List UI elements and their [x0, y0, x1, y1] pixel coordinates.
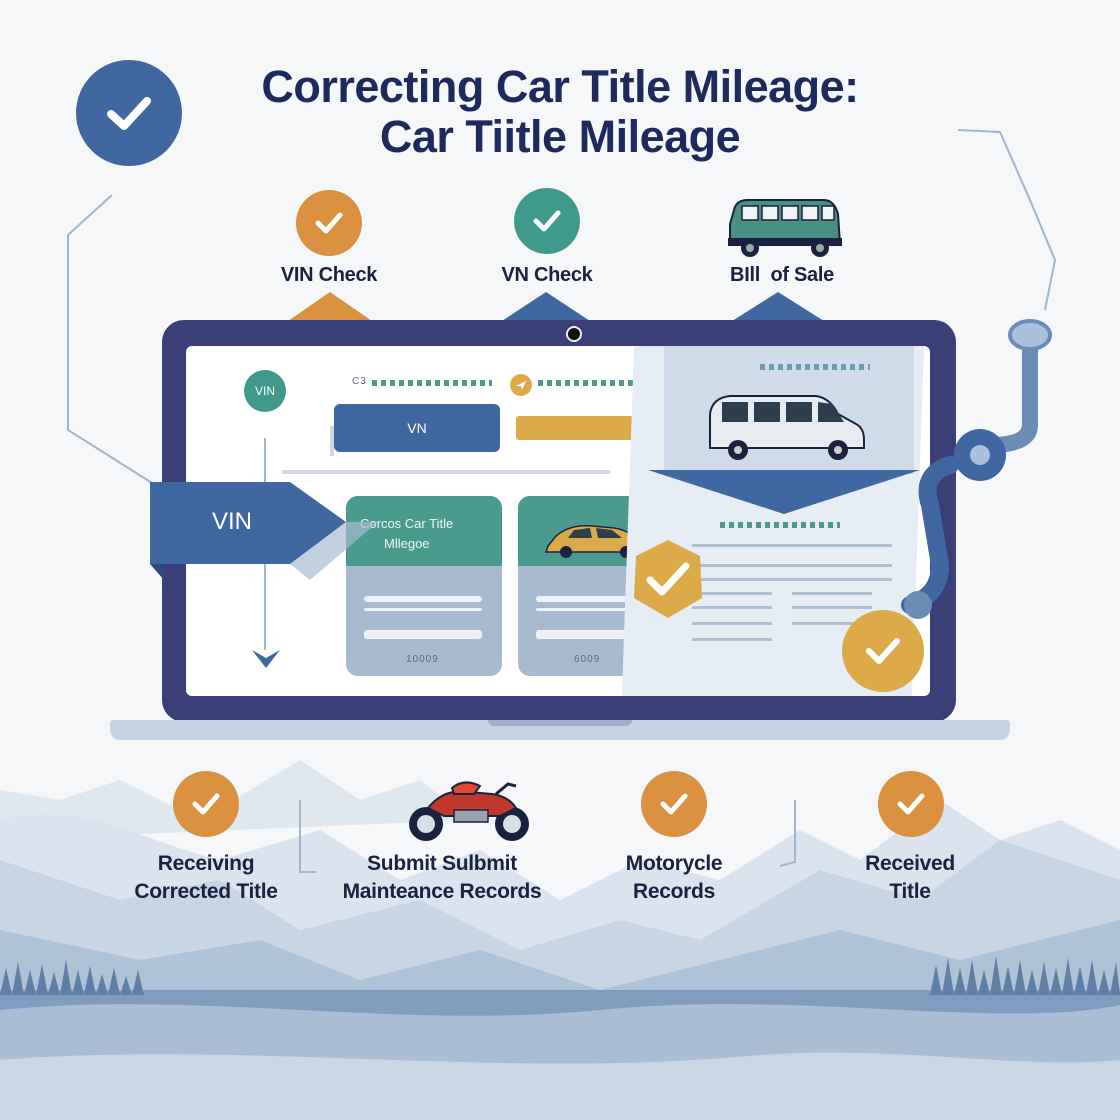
van-icon: [709, 395, 865, 460]
label-line-1: Submit Sulbmit: [367, 852, 517, 875]
card-1-number: 10009: [406, 654, 439, 665]
plane-icon: [510, 374, 532, 396]
document-line: [792, 606, 872, 609]
progress-dots-2: [538, 380, 668, 386]
step-label-submit-maintenance-records: Submit Sulbmit Mainteance Records: [320, 850, 564, 906]
label-line-1: Receiving: [157, 852, 255, 875]
pill-shadow: [330, 426, 334, 456]
received-title-badge: [878, 771, 944, 837]
vin-input-pill[interactable]: VN: [334, 404, 500, 452]
label-line-1: Motorycle: [625, 852, 723, 875]
card-1-line: [364, 596, 482, 602]
document-dots: [760, 364, 870, 370]
label-line-2: Corrected Title: [134, 880, 278, 903]
step-label-motorcycle-records: Motorycle Records: [584, 850, 764, 906]
card-2-line: [536, 630, 640, 639]
vin-banner: [150, 482, 378, 580]
vn-check-badge: [514, 188, 580, 254]
motorcycle-icon: [409, 781, 529, 841]
divider-line: [282, 470, 610, 474]
document-dots-teal: [720, 522, 840, 528]
mileage-card-1[interactable]: Corcos Car Title Mllegoe 10009: [346, 496, 502, 676]
card-1-title-line1: Corcos Car Title: [360, 516, 454, 531]
label-line-1: Received: [865, 852, 955, 875]
card-1-title-line2: Mllegoe: [384, 536, 430, 551]
card-1-header: [346, 496, 502, 566]
gold-check-badge-2: [842, 610, 924, 692]
document-line: [692, 564, 892, 567]
step-label-vin-check: VIN Check: [280, 264, 378, 286]
vin-check-badge: [296, 190, 362, 256]
vin-circle-label: VIN: [254, 384, 275, 398]
document-line: [692, 622, 772, 625]
label-line-2: Records: [633, 880, 715, 903]
label-line-2: Mainteance Records: [342, 880, 542, 903]
card-2-number: 6009: [574, 654, 601, 665]
title-line-2: Car Tiitle Mileage: [379, 111, 741, 162]
laptop-camera: [566, 326, 582, 342]
check-icon: [315, 212, 343, 234]
van-icon: [728, 199, 842, 257]
car-icon: [544, 524, 645, 558]
step-label-vn-check: VN Check: [501, 264, 593, 286]
laptop-base: [110, 720, 1010, 740]
check-icon: [192, 793, 220, 815]
check-icon: [660, 793, 688, 815]
document-fold: [648, 470, 920, 514]
page-title: Correcting Car Title Mileage: Car Tiitle…: [200, 62, 920, 162]
document-line: [692, 606, 772, 609]
arrow-down-icon: [252, 650, 280, 668]
check-icon: [866, 638, 900, 664]
document-line: [692, 592, 772, 595]
vin-input-label: VN: [407, 420, 427, 436]
document-line: [692, 638, 772, 641]
vin-circle: VIN: [244, 370, 286, 412]
card-2-line: [536, 596, 640, 602]
document-line: [792, 622, 872, 625]
title-line-1: Correcting Car Title Mileage:: [261, 61, 859, 112]
card-2-line: [536, 608, 640, 611]
check-icon: [897, 793, 925, 815]
robot-arm-icon: [901, 319, 1052, 619]
card-1-line: [364, 630, 482, 639]
check-icon: [533, 210, 561, 232]
document-line: [692, 578, 892, 581]
step-pointers: [288, 292, 824, 321]
label-line-2: Title: [889, 880, 931, 903]
card-1-title: Corcos Car Title Mllegoe: [360, 514, 496, 554]
motorcycle-records-badge: [641, 771, 707, 837]
step-label-receiving-corrected-title: Receiving Corrected Title: [104, 850, 308, 906]
laptop-notch: [488, 720, 632, 726]
receiving-corrected-title-badge: [173, 771, 239, 837]
vin-banner-label: VIN: [212, 508, 253, 535]
card-1-line: [364, 608, 482, 611]
step-label-bill-of-sale: BIll of Sale: [730, 264, 834, 286]
document-line: [692, 544, 892, 547]
small-label: C3: [352, 376, 367, 387]
gold-check-badge: [634, 540, 702, 618]
check-icon: [107, 97, 151, 130]
document-line: [792, 592, 872, 595]
main-check-badge: [76, 60, 182, 166]
step-label-received-title: Received Title: [830, 850, 990, 906]
progress-dots-1: [372, 380, 492, 386]
